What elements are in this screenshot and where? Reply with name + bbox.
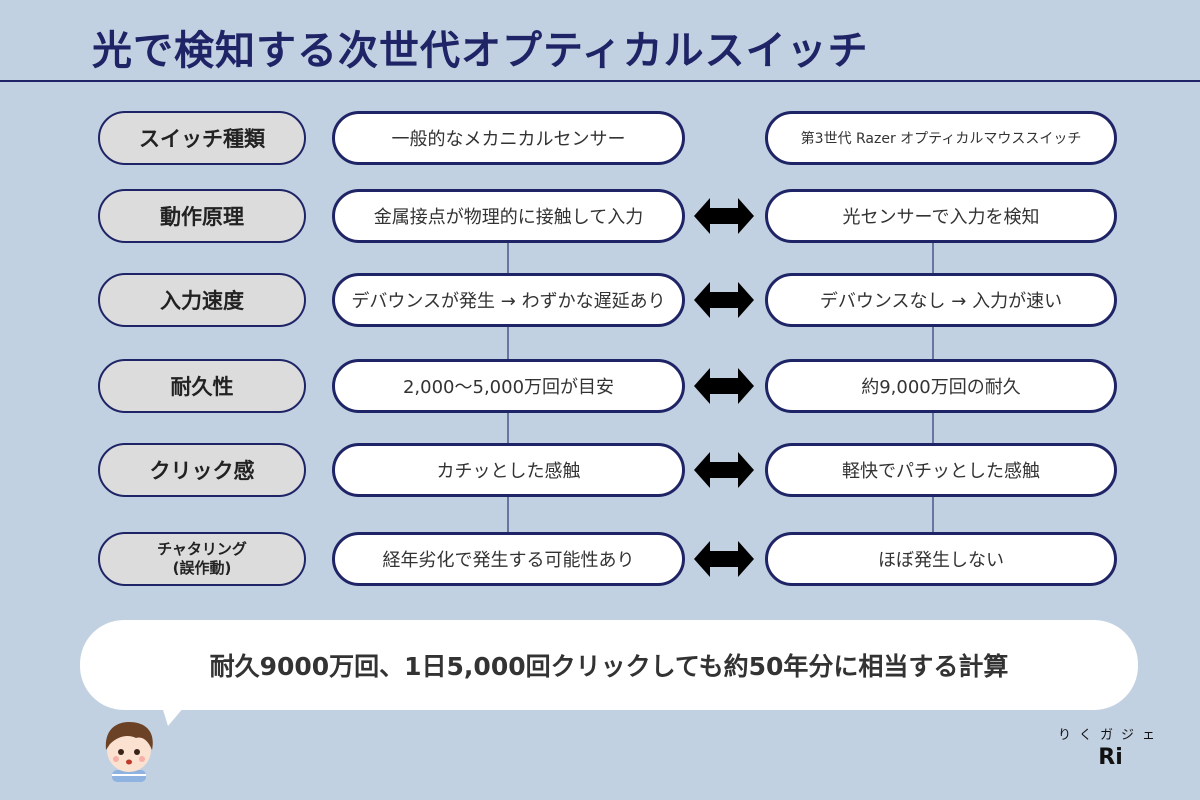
brand-logo: りくガジェ Ri bbox=[1058, 724, 1163, 770]
double-arrow-icon bbox=[694, 452, 754, 488]
mechanical-cell-text: デバウンスが発生 → わずかな遅延あり bbox=[351, 291, 666, 312]
row-label: チャタリング (誤作動) bbox=[98, 532, 306, 586]
mechanical-cell: デバウンスが発生 → わずかな遅延あり bbox=[332, 273, 685, 327]
mechanical-cell: 金属接点が物理的に接触して入力 bbox=[332, 189, 685, 243]
row-label: 入力速度 bbox=[98, 273, 306, 327]
mechanical-cell-text: 2,000〜5,000万回が目安 bbox=[402, 377, 615, 398]
optical-cell-text: 約9,000万回の耐久 bbox=[861, 377, 1021, 398]
mechanical-cell-text: 金属接点が物理的に接触して入力 bbox=[373, 207, 644, 228]
row-label-text: 入力速度 bbox=[160, 289, 244, 313]
mechanical-cell-text: 経年劣化で発生する可能性あり bbox=[382, 550, 635, 571]
mechanical-cell-text: 一般的なメカニカルセンサー bbox=[391, 129, 626, 150]
speech-bubble: 耐久9000万回、1日5,000回クリックしても約50年分に相当する計算 bbox=[80, 620, 1138, 710]
row-label-text: スイッチ種類 bbox=[139, 127, 265, 151]
optical-cell: 第3世代 Razer オプティカルマウススイッチ bbox=[765, 111, 1117, 165]
optical-cell: 軽快でパチッとした感触 bbox=[765, 443, 1117, 497]
row-label: クリック感 bbox=[98, 443, 306, 497]
row-label: スイッチ種類 bbox=[98, 111, 306, 165]
optical-cell: ほぼ発生しない bbox=[765, 532, 1117, 586]
page-title: 光で検知する次世代オプティカルスイッチ bbox=[92, 28, 869, 74]
row-label-text: チャタリング (誤作動) bbox=[157, 539, 247, 578]
logo-kana: りくガジェ bbox=[1058, 728, 1164, 743]
mechanical-cell: カチッとした感触 bbox=[332, 443, 685, 497]
double-arrow-icon bbox=[694, 368, 754, 404]
optical-cell-text: 軽快でパチッとした感触 bbox=[842, 461, 1040, 482]
row-label: 動作原理 bbox=[98, 189, 306, 243]
mechanical-cell: 一般的なメカニカルセンサー bbox=[332, 111, 685, 165]
optical-cell-text: ほぼ発生しない bbox=[878, 550, 1004, 571]
optical-cell-text: デバウンスなし → 入力が速い bbox=[819, 291, 1063, 312]
optical-cell: 光センサーで入力を検知 bbox=[765, 189, 1117, 243]
title-divider bbox=[0, 80, 1200, 82]
row-label-text: 動作原理 bbox=[160, 205, 244, 229]
optical-cell: デバウンスなし → 入力が速い bbox=[765, 273, 1117, 327]
double-arrow-icon bbox=[694, 198, 754, 234]
optical-cell-text: 第3世代 Razer オプティカルマウススイッチ bbox=[800, 131, 1082, 147]
mechanical-cell-text: カチッとした感触 bbox=[436, 461, 581, 482]
double-arrow-icon bbox=[694, 282, 754, 318]
row-label-text: クリック感 bbox=[149, 459, 255, 483]
callout-text: 耐久9000万回、1日5,000回クリックしても約50年分に相当する計算 bbox=[209, 652, 1009, 681]
row-label-text: 耐久性 bbox=[170, 375, 234, 399]
optical-cell-text: 光センサーで入力を検知 bbox=[842, 207, 1040, 228]
double-arrow-icon bbox=[694, 541, 754, 577]
logo-text: Ri bbox=[1098, 745, 1123, 770]
optical-cell: 約9,000万回の耐久 bbox=[765, 359, 1117, 413]
mechanical-cell: 経年劣化で発生する可能性あり bbox=[332, 532, 685, 586]
mechanical-cell: 2,000〜5,000万回が目安 bbox=[332, 359, 685, 413]
speech-bubble-tail bbox=[160, 700, 190, 726]
row-label: 耐久性 bbox=[98, 359, 306, 413]
boy-avatar-icon bbox=[105, 722, 153, 782]
